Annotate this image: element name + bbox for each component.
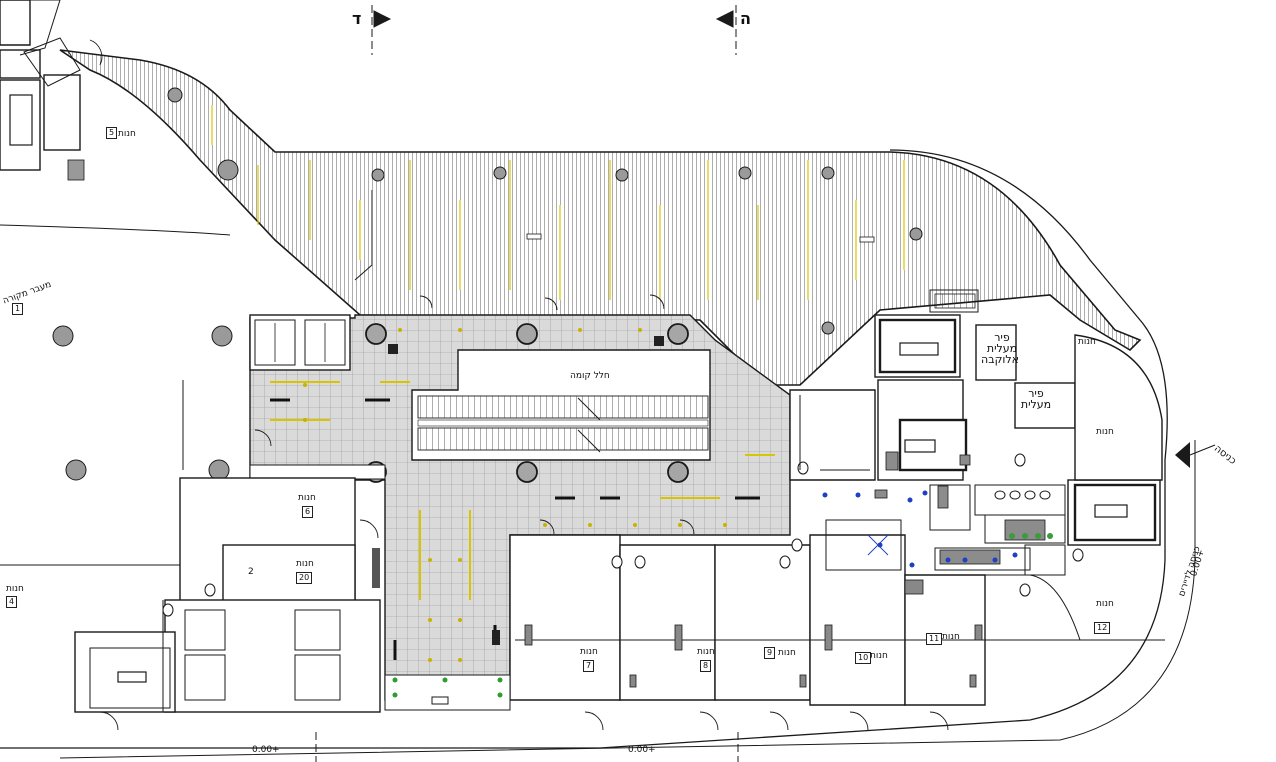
section-letter-left: ד (352, 9, 362, 28)
escalator-lower (417, 427, 709, 451)
room-9-number: 9 (764, 647, 776, 659)
room-6-label: חנות (298, 493, 316, 503)
lift-shaft-alucobond-text: פיר מעלית אלוקבה (981, 331, 1019, 366)
right-store-top-label: חנות (1078, 337, 1096, 347)
room-5-number: 5 (106, 127, 118, 139)
bottom-center-level: +0.00 (628, 745, 656, 755)
canopy-highlights (211, 105, 905, 300)
lift-shaft-alucobond-label: פיר מעלית אלוקבה (981, 331, 1019, 366)
room-20-label: חנות (296, 559, 314, 569)
room-5-label: חנות (118, 129, 136, 139)
void-label: חלל קומה (570, 371, 610, 381)
room-8-label: חנות (697, 647, 715, 657)
right-store-label: חנות (1096, 427, 1114, 437)
corridor-dashes (270, 328, 775, 662)
room-6-number: 6 (302, 506, 314, 518)
room-8-number: 8 (700, 660, 712, 672)
room-2-number: 2 (248, 567, 254, 577)
room-11-label: חנות (942, 632, 960, 642)
room-4-number: 4 (6, 596, 18, 608)
bottom-left-level: +0.00 (252, 745, 280, 755)
room-10-number: 10 (855, 652, 872, 664)
room-7-number: 7 (583, 660, 595, 672)
hatched-canopy (59, 49, 1142, 386)
room-11-number: 11 (926, 633, 943, 645)
section-marker-left (371, 5, 392, 55)
room-20-number: 20 (296, 572, 313, 584)
section-letter-right: ה (740, 9, 751, 28)
lift-shaft-label: פיר מעלית (1019, 388, 1053, 410)
section-marker-right (715, 5, 737, 55)
room-12-label: חנות (1096, 599, 1114, 609)
room-7-label: חנות (580, 647, 598, 657)
outer-facade-line (0, 149, 1168, 749)
corridor-columns (365, 323, 689, 483)
escalator-upper (417, 395, 709, 419)
room-1-number: 1 (12, 303, 24, 315)
room-9-label: חנות (778, 648, 796, 658)
room-12-number: 12 (1094, 622, 1111, 634)
room-4-label: חנות (6, 584, 24, 594)
room-10-label: חנות (870, 651, 888, 661)
canopy-columns (52, 87, 923, 481)
section-marker-bottom (315, 732, 739, 762)
entrance-arrow (1175, 442, 1190, 468)
lift-shaft-text: פיר מעלית (1020, 387, 1052, 411)
